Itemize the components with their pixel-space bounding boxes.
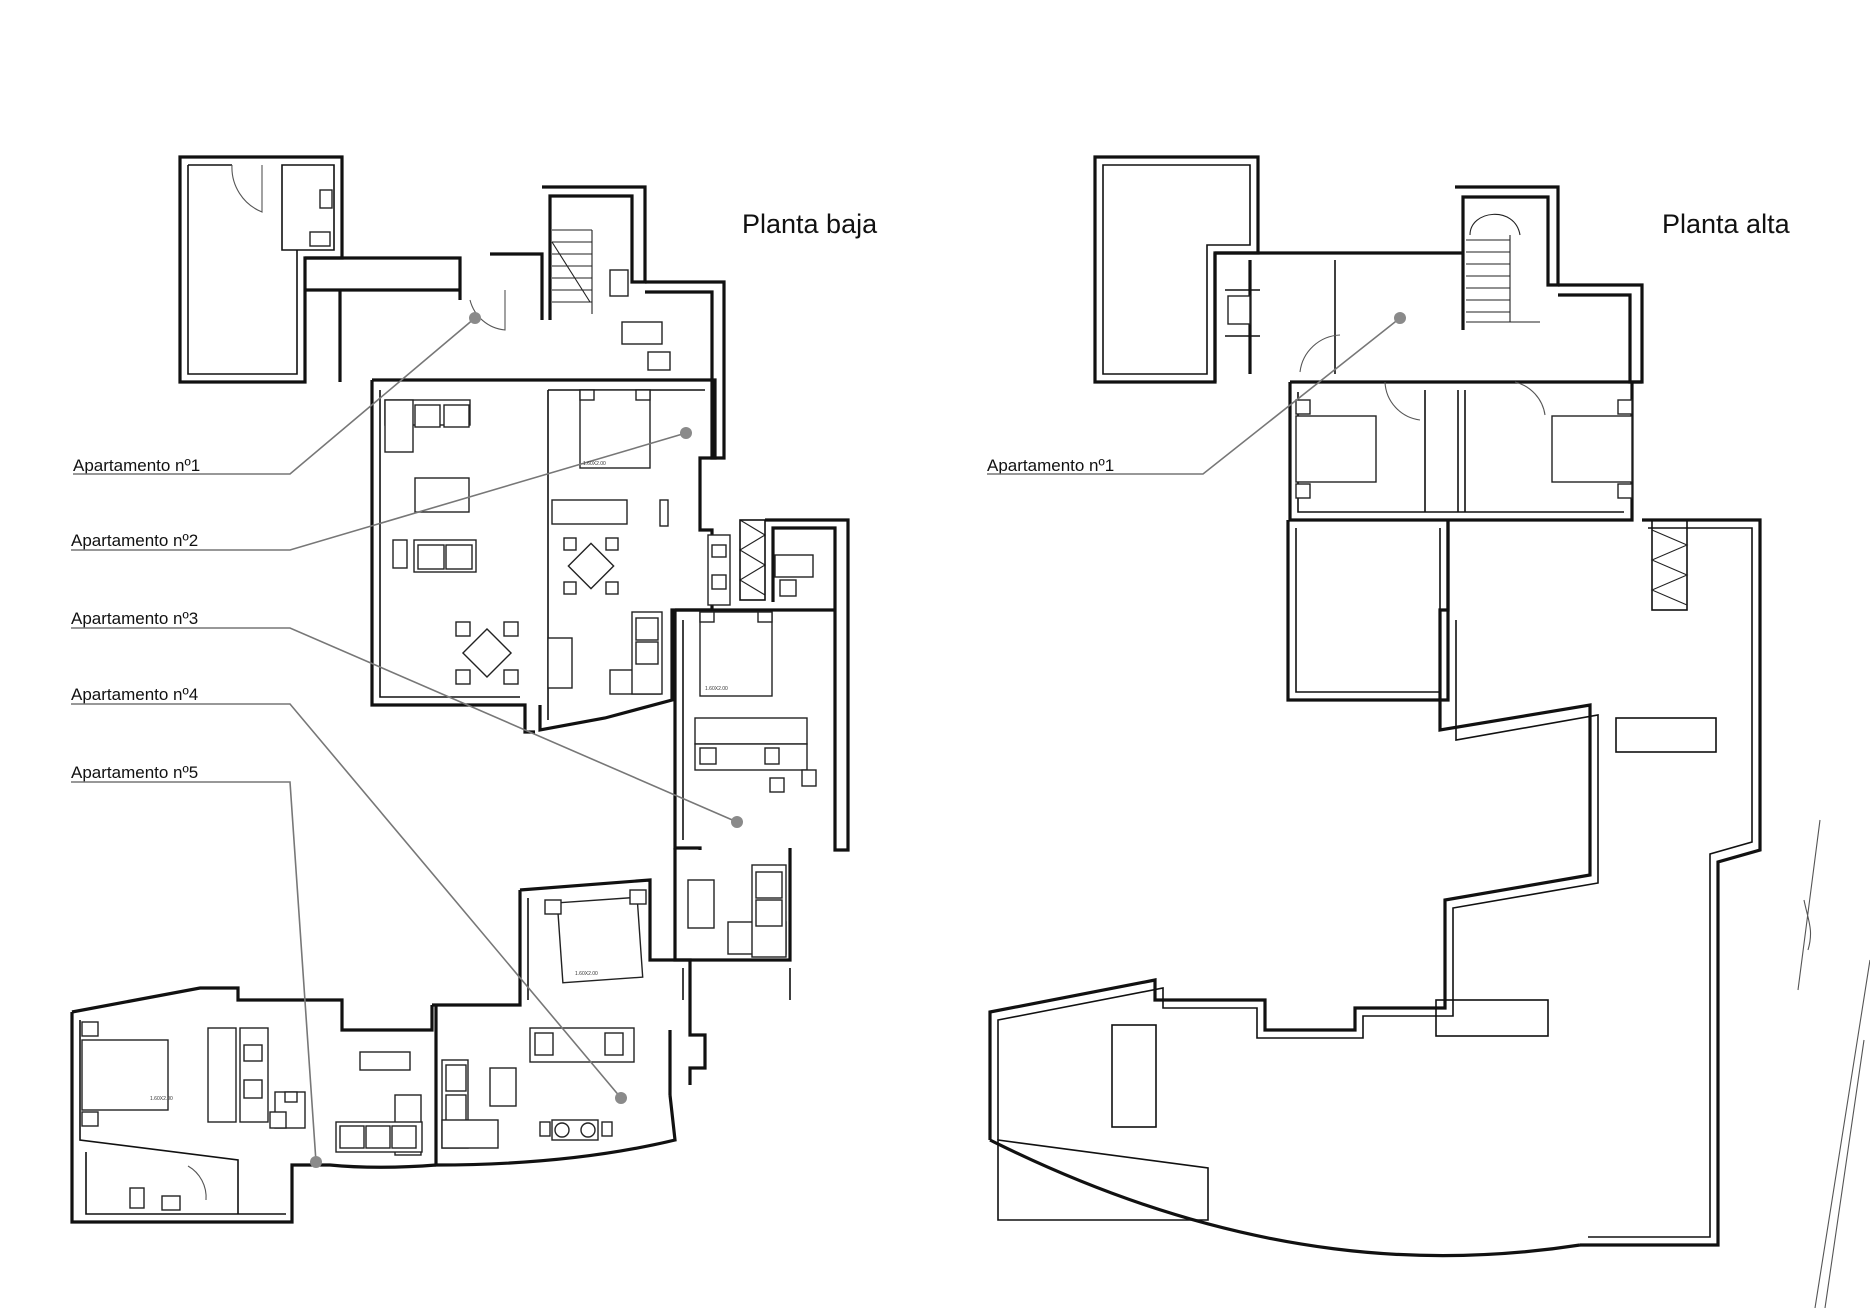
apt2-label: Apartamento nº2: [71, 531, 198, 550]
sofa-apt3: [727, 864, 787, 958]
sofa-apt1: [384, 399, 471, 453]
sofa-apt2: [609, 611, 663, 695]
ground-floor-callouts: Apartamento nº1 Apartamento nº2 Apartame…: [71, 312, 743, 1168]
apt3-marker: [731, 816, 743, 828]
stair-right: [738, 519, 767, 601]
sofa-apt5: [335, 1121, 423, 1153]
apt1-leader: [73, 317, 476, 475]
upper-floor-title: Planta alta: [1662, 209, 1791, 239]
dining-set-apt4: [539, 1119, 613, 1141]
upper-bed-right: [1551, 399, 1633, 499]
upper-apt1-leader: [987, 317, 1401, 475]
upper-apt1-marker: [1394, 312, 1406, 324]
apt2-leader: [71, 432, 687, 551]
sofa-apt1-lower: [392, 539, 477, 573]
upper-floor-callouts: Apartamento nº1: [987, 312, 1406, 475]
bed-tag-apt5: 1.60X2.00: [150, 1096, 173, 1102]
apt5-label: Apartamento nº5: [71, 763, 198, 782]
sofa-apt4: [441, 1059, 499, 1149]
dining-set-apt1: [455, 621, 519, 685]
apt3-leader: [71, 627, 738, 823]
apt1-label: Apartamento nº1: [73, 456, 200, 475]
upper-floor-plan: Planta alta Apartamento nº1: [987, 155, 1870, 1308]
apt3-label: Apartamento nº3: [71, 609, 198, 628]
bed-tag-apt4: 1.60X2.00: [575, 971, 598, 977]
upper-bed-left: [1295, 399, 1377, 499]
bed-tag-apt2: 1.60X2.00: [583, 461, 606, 467]
apt4-label: Apartamento nº4: [71, 685, 198, 704]
bed-size-tags: 1.60X2.00 1.60X2.00 1.60X2.00 1.60X2.00: [150, 461, 728, 1102]
upper-apt1-label: Apartamento nº1: [987, 456, 1114, 475]
apt1-marker: [469, 312, 481, 324]
apt4-leader: [71, 703, 622, 1099]
dining-set-apt2: [563, 537, 619, 595]
ground-floor-plan: Planta baja Apartamento nº1 Apartamento …: [70, 155, 878, 1224]
apt5-leader: [71, 781, 317, 1163]
apt4-marker: [615, 1092, 627, 1104]
bed-tag-apt3: 1.60X2.00: [705, 686, 728, 692]
upper-stair: [1466, 213, 1540, 323]
apt5-marker: [310, 1156, 322, 1168]
upper-stair-right: [1650, 519, 1689, 611]
ground-floor-title: Planta baja: [742, 209, 878, 239]
apt2-marker: [680, 427, 692, 439]
